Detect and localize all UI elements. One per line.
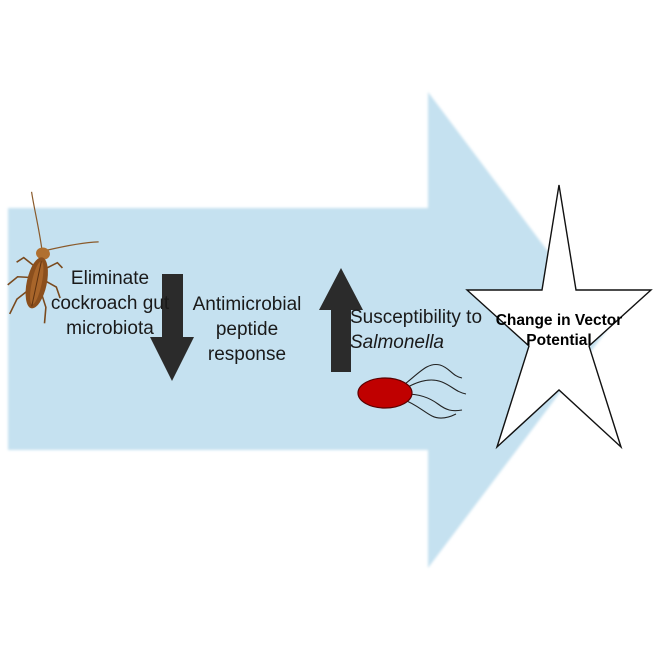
process-arrow <box>8 92 607 568</box>
arrow-up-icon <box>319 268 363 372</box>
antimicrobial-peptide-label: Antimicrobial peptide response <box>192 294 302 365</box>
salmonella-susceptibility-label: Susceptibility to Salmonella <box>350 307 483 353</box>
vector-potential-label: Change in Vector Potential <box>495 312 623 349</box>
cockroach-icon <box>7 191 99 324</box>
arrow-down-icon <box>150 274 194 381</box>
star-icon <box>465 184 653 450</box>
bacterium-icon <box>357 363 467 419</box>
eliminate-microbiota-label: Eliminate cockroach gut microbiota <box>50 268 170 339</box>
